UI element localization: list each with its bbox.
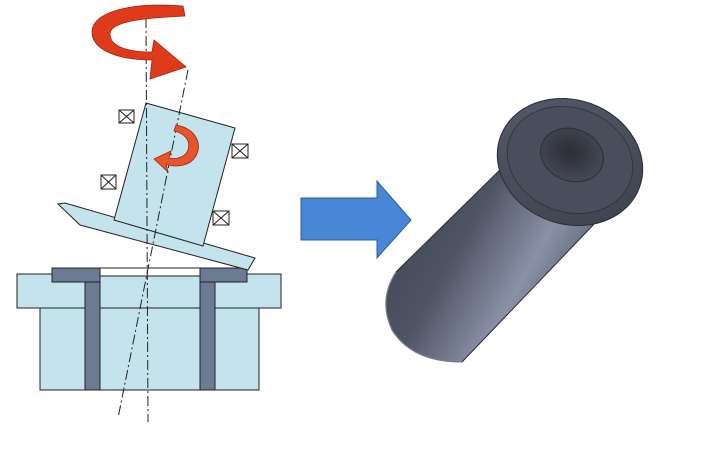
clamp-bar-left: [51, 267, 101, 283]
bolt-left: [84, 281, 101, 391]
spindle-rotation-arrow-icon: [91, 4, 187, 80]
fixture-lower-block: [39, 301, 260, 391]
spindle-housing: [113, 102, 236, 247]
bushing-end-edge: [385, 271, 463, 363]
bushing-bore: [540, 127, 604, 183]
tool-rotation-arrow-icon: [153, 124, 199, 174]
process-flow-arrow-icon: [300, 179, 412, 260]
clamp-bar-right: [199, 267, 248, 283]
plate-slot: [99, 267, 201, 277]
bearing-bottom-left: [100, 174, 117, 190]
angled-wedge-plate: [56, 202, 256, 271]
bearing-top-right: [231, 143, 249, 159]
flanged-bushing-part: [385, 97, 644, 363]
tilted-spindle-head: [100, 102, 249, 247]
bearing-bottom-right: [212, 210, 230, 226]
bolt-right: [199, 281, 216, 391]
bearing-top-left: [118, 109, 135, 124]
base-fixture: [16, 267, 282, 391]
vertical-axis-line: [145, 17, 149, 423]
